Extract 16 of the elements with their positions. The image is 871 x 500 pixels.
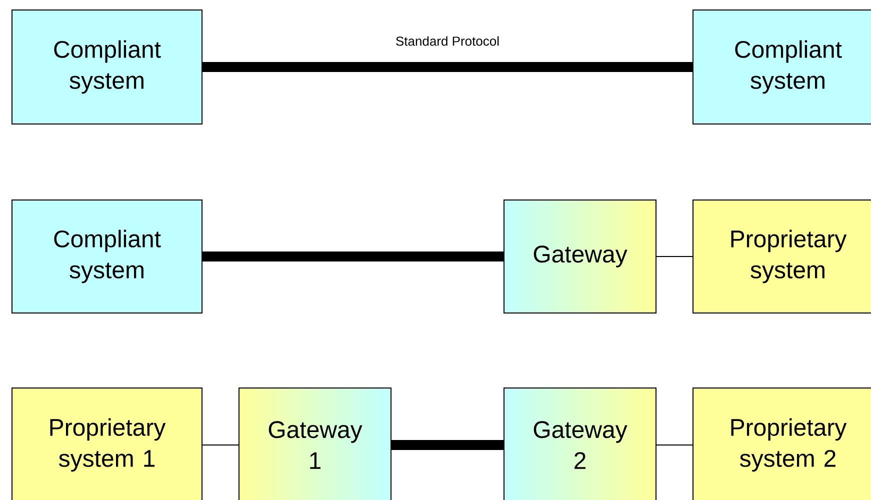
edge-label: Standard Protocol — [396, 36, 499, 46]
system-box: Proprietary system — [692, 200, 871, 314]
connector-line — [202, 62, 692, 72]
connector-line — [202, 252, 504, 262]
system-box: Proprietary system 1 — [12, 388, 202, 500]
connector-line — [392, 440, 504, 450]
gateway-box: Gateway 2 — [504, 388, 656, 500]
system-box: Proprietary system 2 — [692, 388, 871, 500]
system-box: Compliant system — [12, 10, 202, 124]
connector-line — [656, 256, 693, 257]
system-box: Compliant system — [692, 10, 871, 124]
gateway-box: Gateway 1 — [238, 388, 392, 500]
system-box: Compliant system — [12, 200, 202, 314]
connector-line — [656, 444, 693, 446]
gateway-box: Gateway — [504, 200, 656, 314]
connector-line — [202, 444, 239, 446]
